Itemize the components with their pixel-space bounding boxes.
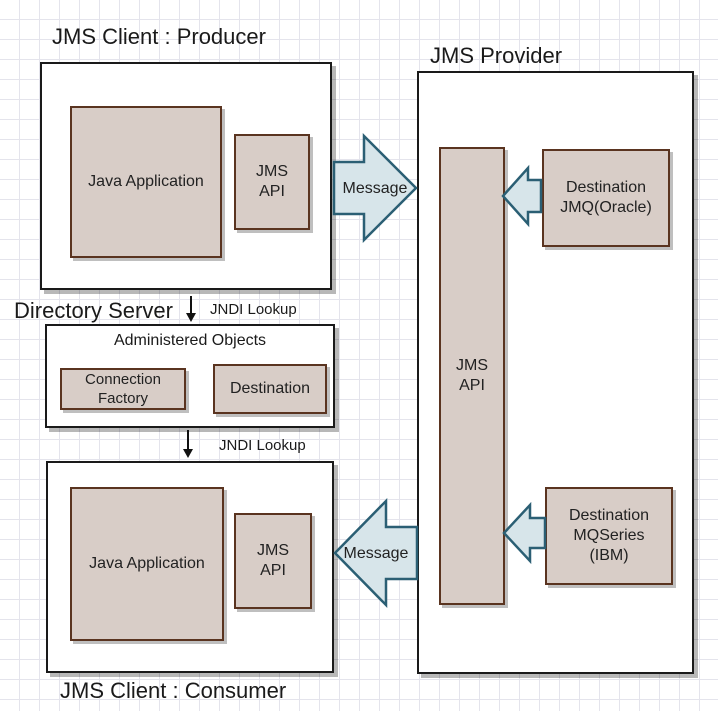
administered-objects-heading: Administered Objects (113, 332, 267, 349)
provider-frame: JMS API Destination JMQ(Oracle) Destinat… (417, 71, 694, 674)
jndi-lookup-label-bottom: JNDI Lookup (219, 437, 306, 454)
directory-title: Directory Server (14, 298, 173, 323)
jndi-lookup-arrow-bottom (183, 430, 193, 458)
connection-factory-box: Connection Factory (60, 368, 186, 410)
producer-title: JMS Client : Producer (52, 24, 266, 49)
destination-jmq-oracle-box: Destination JMQ(Oracle) (542, 149, 670, 247)
producer-jms-api-box: JMS API (234, 134, 310, 230)
producer-client-frame: Java Application JMS API (40, 62, 332, 290)
consumer-title: JMS Client : Consumer (60, 678, 287, 703)
directory-destination-box: Destination (213, 364, 327, 414)
oracle-to-api-arrow (501, 164, 543, 228)
consumer-java-application-box: Java Application (70, 487, 224, 641)
message-label-bottom: Message (344, 545, 409, 562)
jndi-lookup-arrow-top (186, 296, 196, 322)
message-arrow-top: Message (332, 132, 418, 244)
provider-title: JMS Provider (430, 43, 563, 68)
message-arrow-bottom: Message (333, 497, 419, 609)
producer-java-application-box: Java Application (70, 106, 222, 258)
consumer-jms-api-box: JMS API (234, 513, 312, 609)
provider-jms-api-box: JMS API (439, 147, 505, 605)
consumer-client-frame: Java Application JMS API (46, 461, 334, 673)
jndi-lookup-label-top: JNDI Lookup (210, 301, 297, 318)
directory-server-frame: Administered Objects Connection Factory … (45, 324, 335, 428)
message-label-top: Message (343, 180, 408, 197)
ibm-to-api-arrow (502, 501, 547, 565)
